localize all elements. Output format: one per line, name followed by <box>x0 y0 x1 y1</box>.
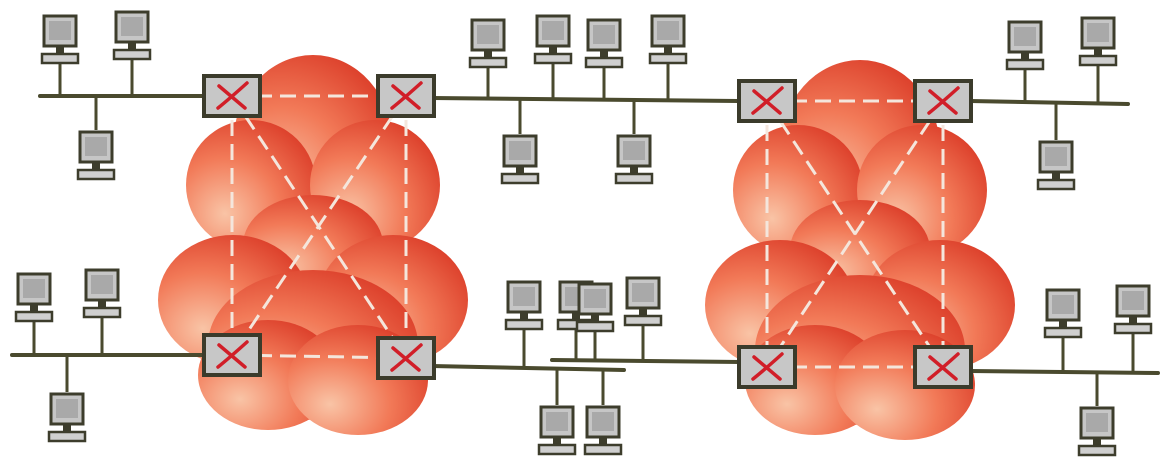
desktop-computer-icon <box>533 14 573 65</box>
packet-switch-x-icon <box>202 74 262 118</box>
packet-switch-x-icon <box>737 79 797 123</box>
desktop-computer-icon <box>584 18 624 69</box>
host-drop-cables <box>32 58 1135 406</box>
desktop-computer-icon <box>504 280 544 331</box>
desktop-computer-icon <box>76 130 116 181</box>
packet-switch-x-icon <box>376 336 436 380</box>
packet-switch-x-icon <box>913 79 973 123</box>
desktop-computer-icon <box>500 134 540 185</box>
desktop-computer-icon <box>14 272 54 323</box>
desktop-computer-icon <box>1113 284 1153 335</box>
packet-switch-x-icon <box>202 333 262 377</box>
desktop-computer-icon <box>112 10 152 61</box>
desktop-computer-icon <box>40 14 80 65</box>
desktop-computer-icon <box>1077 406 1117 457</box>
packet-switch-x-icon <box>913 345 973 389</box>
desktop-computer-icon <box>1043 288 1083 339</box>
desktop-computer-icon <box>614 134 654 185</box>
host-computers <box>14 10 1153 457</box>
lan-cables <box>10 94 1160 375</box>
desktop-computer-icon <box>623 276 663 327</box>
desktop-computer-icon <box>1036 140 1076 191</box>
packet-switch-x-icon <box>737 345 797 389</box>
desktop-computer-icon <box>537 405 577 456</box>
desktop-computer-icon <box>468 18 508 69</box>
desktop-computer-icon <box>648 14 688 65</box>
desktop-computer-icon <box>575 282 615 333</box>
packet-switch-x-icon <box>376 74 436 118</box>
desktop-computer-icon <box>1078 16 1118 67</box>
desktop-computer-icon <box>47 392 87 443</box>
desktop-computer-icon <box>583 405 623 456</box>
desktop-computer-icon <box>82 268 122 319</box>
desktop-computer-icon <box>1005 20 1045 71</box>
